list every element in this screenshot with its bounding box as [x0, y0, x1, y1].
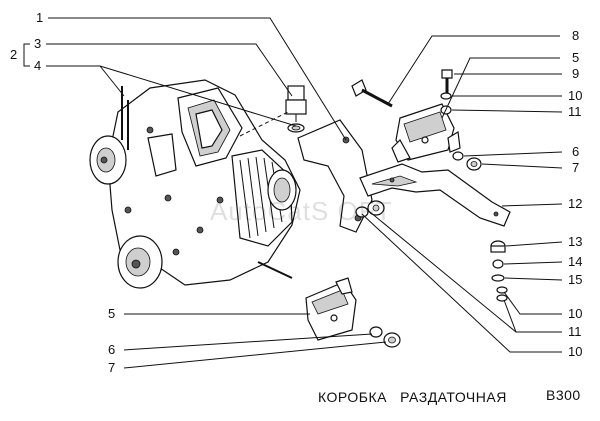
diagram-code: B300 — [546, 387, 581, 403]
callout-11-a: 11 — [568, 104, 582, 119]
callout-11-b: 11 — [568, 324, 582, 339]
callout-10-a: 10 — [568, 88, 582, 103]
callout-10-b: 10 — [568, 306, 582, 321]
transfer-case-housing — [89, 79, 301, 289]
crossmember — [359, 163, 511, 227]
rubber-cushion-lower — [305, 277, 357, 341]
small-parts-stack — [490, 240, 508, 302]
callout-5-left: 5 — [108, 306, 115, 321]
callout-8: 8 — [572, 28, 579, 43]
mount-bracket — [297, 119, 373, 233]
sensor-part — [285, 85, 307, 133]
callout-12: 12 — [568, 196, 582, 211]
callout-6-right: 6 — [572, 144, 579, 159]
diagram-title: КОРОБКА РАЗДАТОЧНАЯ — [318, 389, 507, 405]
callout-10-c: 10 — [568, 344, 582, 359]
callout-14: 14 — [568, 254, 582, 269]
callout-7-right: 7 — [572, 160, 579, 175]
callout-4: 4 — [34, 58, 41, 73]
nut-washer-right — [452, 151, 482, 171]
nut-washer-lower — [369, 326, 401, 348]
callout-15: 15 — [568, 272, 582, 287]
bolt-part-8 — [351, 79, 393, 108]
callouts: 1 2 3 4 5 6 7 8 5 9 10 11 6 7 12 13 14 1… — [10, 10, 582, 375]
watermark-text: AutoCatS OFT — [210, 196, 393, 226]
callout-6-left: 6 — [108, 342, 115, 357]
callout-13: 13 — [568, 234, 582, 249]
callout-2: 2 — [10, 47, 17, 62]
callout-1: 1 — [36, 10, 43, 25]
callout-9: 9 — [572, 66, 579, 81]
callout-3: 3 — [34, 36, 41, 51]
sensor-dashed-line — [239, 111, 289, 137]
callout-7-left: 7 — [108, 360, 115, 375]
callout-5-right: 5 — [572, 50, 579, 65]
stud-and-washers — [440, 69, 453, 115]
nut-lower-bracket — [355, 200, 385, 218]
rubber-cushion-upper — [391, 103, 461, 163]
leader-lines — [23, 17, 563, 369]
